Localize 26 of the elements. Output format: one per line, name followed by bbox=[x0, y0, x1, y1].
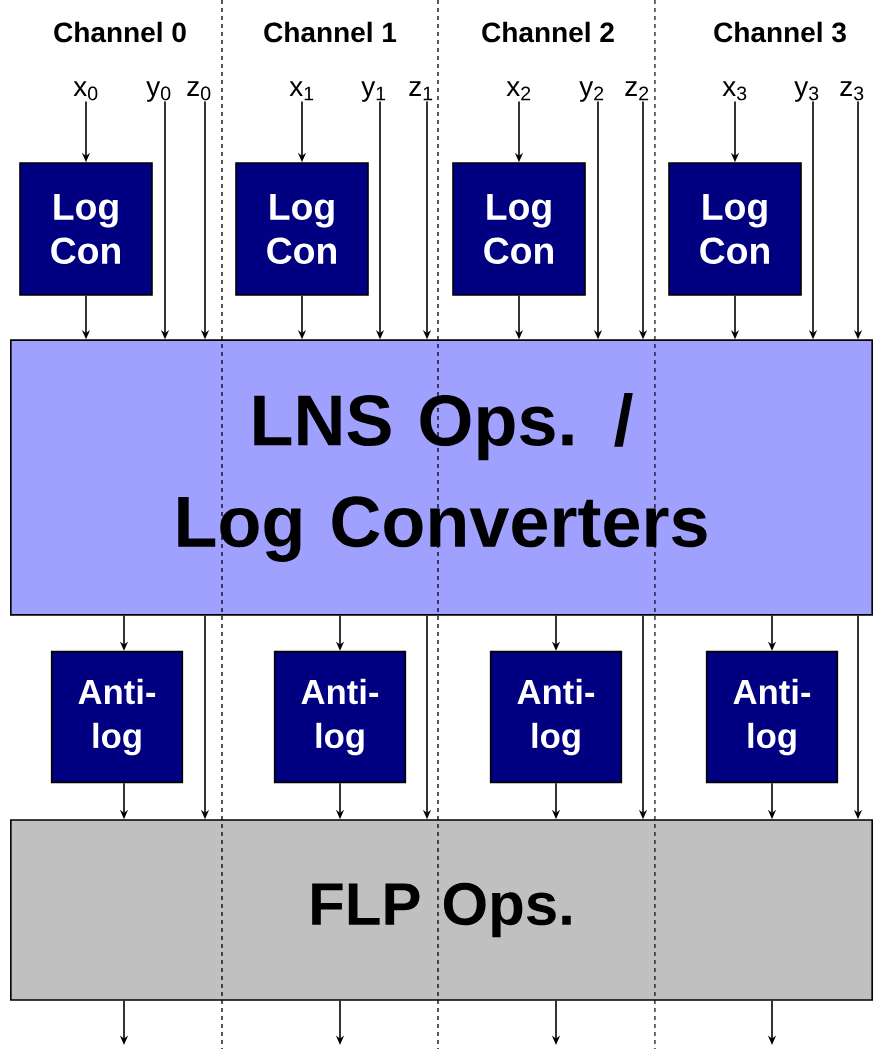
signal-label: x$_{1}$ bbox=[289, 81, 314, 101]
signal-label: z$_{3}$ bbox=[840, 81, 864, 101]
signal-label: x$_{3}$ bbox=[722, 81, 747, 101]
signal-label: y$_{2}$ bbox=[579, 81, 604, 102]
process-box: Log Con bbox=[668, 162, 802, 296]
process-box: Log Con bbox=[452, 162, 586, 296]
channel-heading: Channel 1 bbox=[264, 21, 397, 43]
process-box: Log Con bbox=[235, 162, 369, 296]
signal-label: z$_{1}$ bbox=[409, 81, 433, 101]
process-box: Anti- log bbox=[273, 650, 407, 784]
process-box: Anti- log bbox=[50, 650, 184, 784]
channel-heading: Channel 2 bbox=[482, 21, 614, 43]
signal-label: y$_{1}$ bbox=[361, 81, 386, 102]
process-band: FLP Ops. bbox=[10, 819, 873, 1001]
channel-heading: Channel 0 bbox=[54, 21, 186, 43]
process-band: LNS Ops. / Log Converters bbox=[10, 339, 873, 616]
signal-label: y$_{0}$ bbox=[146, 81, 171, 102]
signal-label: z$_{2}$ bbox=[625, 81, 649, 101]
signal-label: x$_{2}$ bbox=[506, 81, 531, 101]
signal-label: y$_{3}$ bbox=[794, 81, 819, 102]
process-box: Anti- log bbox=[489, 650, 623, 784]
process-box: Anti- log bbox=[705, 650, 839, 784]
channel-heading: Channel 3 bbox=[714, 21, 846, 43]
signal-label: x$_{0}$ bbox=[73, 81, 98, 101]
process-box: Log Con bbox=[19, 162, 153, 296]
signal-label: z$_{0}$ bbox=[187, 81, 211, 101]
